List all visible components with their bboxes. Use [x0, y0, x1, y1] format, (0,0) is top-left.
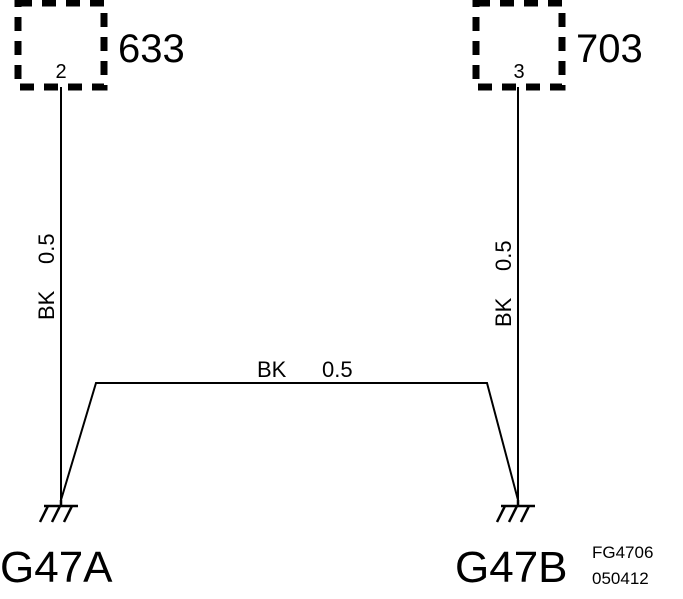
ground-g47a-label: G47A — [0, 543, 113, 592]
figure-code: FG4706 — [592, 543, 653, 562]
wire-label-middle-gauge: 0.5 — [322, 357, 353, 382]
wire-g47a-to-g47b — [60, 382, 519, 501]
wire-label-left-gauge: 0.5 — [34, 233, 59, 264]
component-633-label: 633 — [118, 27, 185, 71]
figure-date: 050412 — [592, 569, 649, 588]
component-633-box — [14, 0, 108, 91]
wire-label-middle-color: BK — [257, 357, 287, 382]
component-633-pin: 2 — [55, 61, 66, 83]
ground-g47b-label: G47B — [455, 543, 568, 592]
component-703-pin: 3 — [513, 61, 524, 83]
component-703-box — [472, 0, 566, 91]
wire-label-right-gauge: 0.5 — [491, 240, 516, 271]
ground-g47b-symbol — [495, 500, 535, 523]
wire-label-left-color: BK — [34, 290, 59, 320]
ground-g47a-symbol — [38, 500, 78, 523]
component-703-label: 703 — [576, 27, 643, 71]
wire-label-right-color: BK — [491, 297, 516, 327]
